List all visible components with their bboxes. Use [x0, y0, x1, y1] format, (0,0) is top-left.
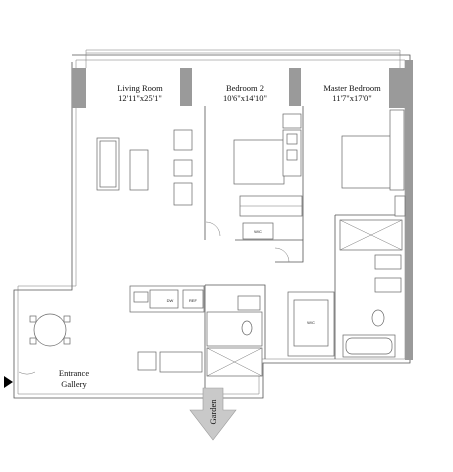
master-bathroom — [339, 219, 403, 358]
wic-bedroom-label: W/C — [254, 229, 262, 234]
dishwasher-label: DW — [167, 298, 174, 303]
entrance-arrow-icon — [4, 376, 13, 388]
master-bedroom-furniture — [341, 109, 406, 217]
dining-table — [29, 313, 71, 347]
refrigerator-label: REF — [189, 298, 198, 303]
entrance-gallery-line1: Entrance — [59, 368, 89, 378]
entrance-gallery-line2: Gallery — [61, 379, 87, 389]
bedroom-2-name: Bedroom 2 — [226, 83, 264, 93]
living-room-name: Living Room — [117, 83, 163, 93]
master-bedroom-name: Master Bedroom — [323, 83, 381, 93]
bathroom-1 — [206, 295, 263, 377]
exterior-walls — [13, 49, 413, 399]
interior-walls — [204, 106, 405, 395]
living-room-furniture — [96, 129, 193, 206]
walk-in-closet-master — [287, 291, 335, 357]
bedroom-2-dims: 10'6"x14'10" — [223, 93, 267, 103]
master-bedroom-dims: 11'7"x17'0" — [332, 93, 371, 103]
wic-master-label: W/C — [307, 320, 315, 325]
garden-label: Garden — [208, 399, 218, 425]
bedroom-2-furniture — [233, 113, 303, 240]
garden-arrow-icon — [189, 387, 237, 441]
living-room-dims: 12'11"x25'1" — [118, 93, 162, 103]
kitchen — [129, 285, 205, 373]
doors — [18, 221, 290, 375]
